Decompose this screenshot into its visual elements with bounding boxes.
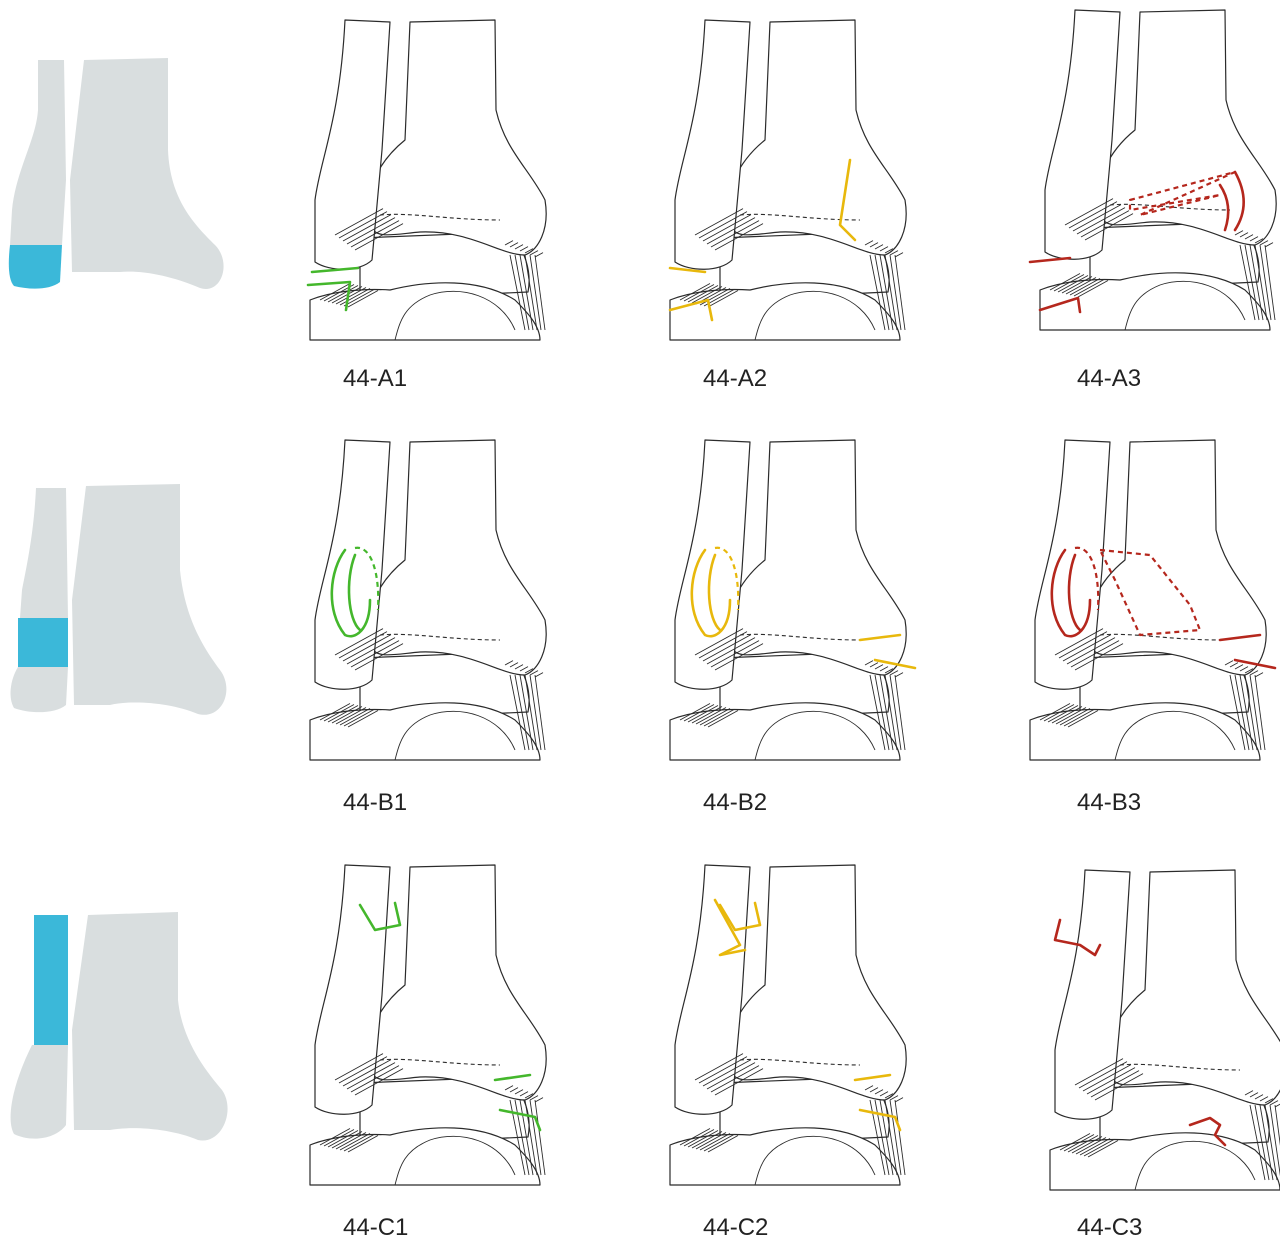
tibia (366, 19, 547, 256)
tibia (726, 439, 907, 676)
panel-label-44-c3: 44-C3 (1077, 1214, 1142, 1241)
key-tibia-silhouette (72, 484, 227, 715)
fibula (314, 864, 391, 1115)
panel-44-a3 (1028, 9, 1277, 331)
tibia (726, 864, 907, 1101)
panel-label-44-c1: 44-C1 (343, 1214, 408, 1241)
fracture-panels (306, 9, 1280, 1191)
tibia (366, 864, 547, 1101)
key-fibula-distal (10, 667, 68, 713)
panel-label-44-b1: 44-B1 (343, 789, 407, 816)
panel-44-c1 (309, 864, 547, 1186)
key-highlight-zone (8, 245, 62, 289)
key-fibula-silhouette (20, 488, 68, 618)
key-highlight-zone (18, 618, 68, 667)
panel-label-44-c2: 44-C2 (703, 1214, 768, 1241)
tibia (1086, 439, 1267, 676)
panel-44-b2 (669, 439, 917, 761)
key-highlight-zone (34, 915, 68, 1045)
key-icon-row-b (10, 484, 227, 715)
tibia (1106, 869, 1280, 1106)
tibia (366, 439, 547, 676)
fibula (674, 19, 751, 270)
panel-44-a1 (306, 19, 547, 341)
panel-label-44-b2: 44-B2 (703, 789, 767, 816)
key-fibula-distal (10, 1045, 69, 1139)
key-icon-row-c (10, 912, 228, 1141)
panel-44-a2 (668, 19, 907, 341)
key-icon-row-a (8, 58, 224, 289)
tibia (726, 19, 907, 256)
fibula (314, 19, 391, 270)
panel-44-b1 (309, 439, 547, 761)
panel-label-44-a2: 44-A2 (703, 365, 767, 392)
tibia (1096, 9, 1277, 246)
panel-label-44-a3: 44-A3 (1077, 365, 1141, 392)
panel-44-b3 (1029, 439, 1277, 761)
fibula (1044, 9, 1121, 260)
panel-44-c2 (669, 864, 907, 1186)
panel-44-c3 (1049, 869, 1280, 1191)
key-fibula-silhouette (10, 60, 66, 245)
panel-label-44-b3: 44-B3 (1077, 789, 1141, 816)
panel-label-44-a1: 44-A1 (343, 365, 407, 392)
key-tibia-silhouette (72, 912, 228, 1141)
key-tibia-silhouette (70, 58, 224, 289)
